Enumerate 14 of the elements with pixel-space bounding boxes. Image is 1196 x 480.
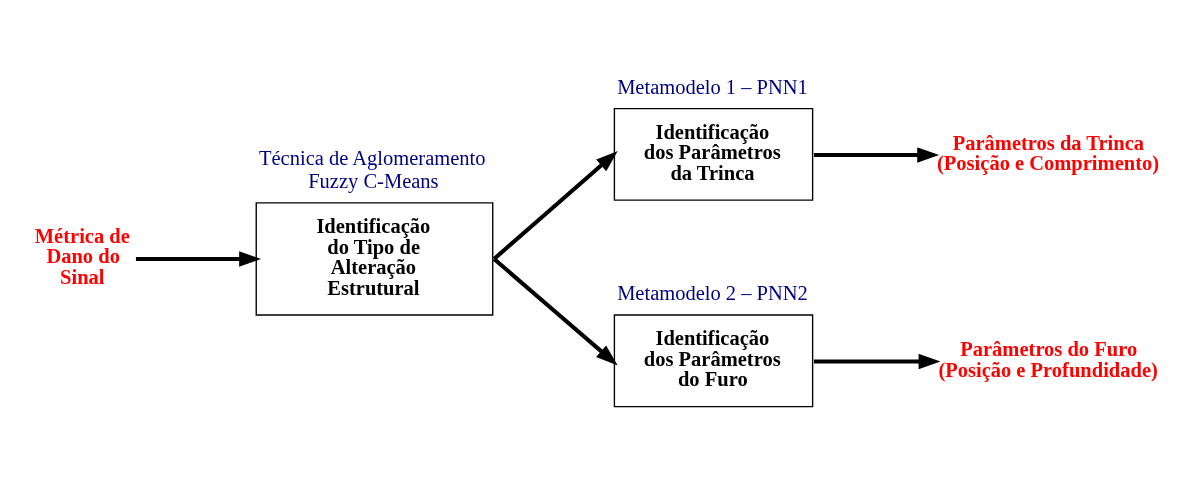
node-label: Metamodelo 2 – PNN2 <box>617 281 808 304</box>
node-text: Parâmetros do Furo (Posição e Profundidade) <box>938 337 1158 381</box>
node-label: Metamodelo 1 – PNN1 <box>617 75 808 98</box>
node-text: Parâmetros da Trinca (Posição e Comprimento) <box>937 131 1160 174</box>
arrow <box>492 150 618 260</box>
arrow <box>814 146 940 163</box>
node-box: Identificação do Tipo de Alteração Estrutural <box>255 201 494 316</box>
arrow <box>814 353 941 369</box>
node-box: Identificação dos Parâmetros do Furo <box>613 313 814 407</box>
node-box: Identificação dos Parâmetros da Trinca <box>613 107 814 201</box>
arrow <box>135 250 262 267</box>
node-label: Técnica de Aglomeramento Fuzzy C-Means <box>258 146 486 192</box>
node-text: Métrica de Dano do Sinal <box>34 224 130 288</box>
arrow <box>492 256 618 366</box>
